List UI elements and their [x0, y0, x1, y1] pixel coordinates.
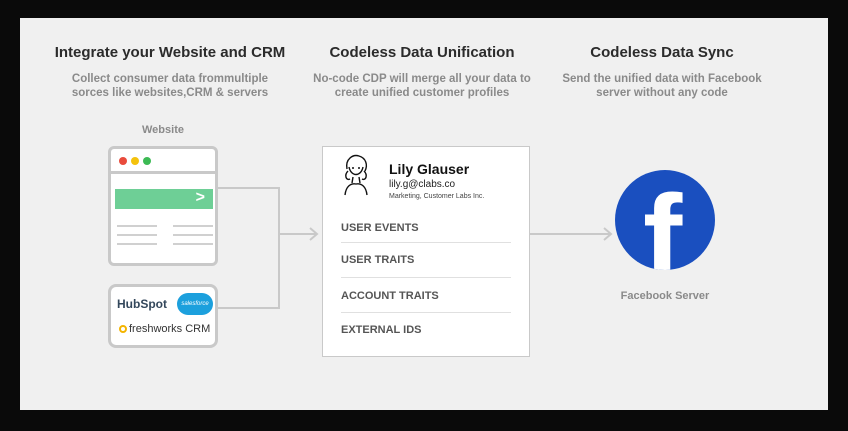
profile-row-user-events: USER EVENTS	[341, 222, 419, 234]
content-lines-right	[173, 225, 213, 252]
arrow-icon: >	[195, 189, 205, 206]
column-title-unification: Codeless Data Unification	[329, 44, 515, 61]
column-title-integrate: Integrate your Website and CRM	[54, 44, 286, 61]
hubspot-logo: HubSpot	[117, 297, 167, 311]
profile-row-external-ids: EXTERNAL IDS	[341, 324, 422, 336]
profile-email: lily.g@clabs.co	[389, 179, 456, 190]
minimize-dot-icon	[131, 157, 139, 165]
facebook-server-label: Facebook Server	[620, 290, 710, 302]
profile-organization: Marketing, Customer Labs Inc.	[389, 193, 485, 200]
column-title-sync: Codeless Data Sync	[590, 44, 734, 61]
browser-title-bar	[111, 149, 215, 174]
diagram-card: Integrate your Website and CRM Collect c…	[20, 18, 828, 410]
avatar	[344, 154, 368, 196]
close-dot-icon	[119, 157, 127, 165]
facebook-logo-icon: f	[615, 170, 715, 270]
freshworks-logo: freshworks CRM	[119, 323, 210, 335]
connector-lines	[218, 187, 613, 309]
divider	[341, 277, 511, 278]
profile-row-account-traits: ACCOUNT TRAITS	[341, 290, 439, 302]
website-browser-icon: >	[108, 146, 218, 266]
profile-row-user-traits: USER TRAITS	[341, 254, 415, 266]
customer-profile-card: Lily Glauser lily.g@clabs.co Marketing, …	[322, 146, 530, 357]
website-label: Website	[142, 124, 184, 136]
divider	[341, 242, 511, 243]
divider	[341, 312, 511, 313]
profile-name: Lily Glauser	[389, 161, 470, 177]
freshworks-icon	[119, 325, 127, 333]
maximize-dot-icon	[143, 157, 151, 165]
content-lines-left	[117, 225, 157, 252]
crm-logos-box: HubSpot salesforce freshworks CRM	[108, 284, 218, 348]
salesforce-logo: salesforce	[177, 293, 213, 315]
website-cta-bar: >	[115, 189, 213, 209]
